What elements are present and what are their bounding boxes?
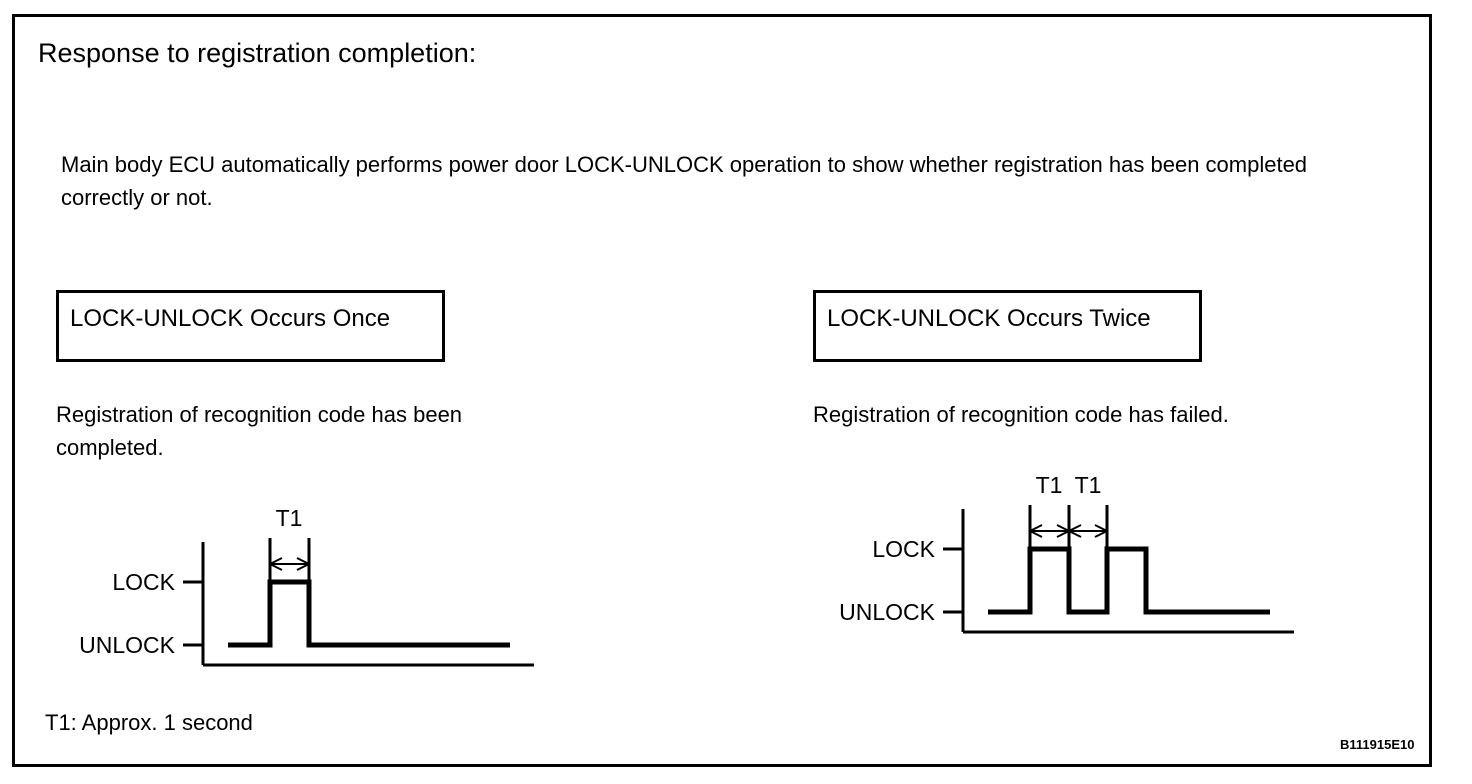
document-border	[12, 14, 1432, 767]
footnote-t1: T1: Approx. 1 second	[45, 710, 253, 735]
axis-label-unlock: UNLOCK	[839, 599, 936, 625]
intro-paragraph: Main body ECU automatically performs pow…	[61, 152, 1308, 210]
case-box-label-twice: LOCK-UNLOCK Occurs Twice	[827, 305, 1151, 332]
case-column-twice: LOCK-UNLOCK Occurs Twice Registration of…	[813, 290, 1373, 646]
figure-reference-code: B111915E10	[1340, 737, 1415, 752]
signal-waveform-once	[228, 579, 510, 648]
dimension-arrow-t1-second	[1068, 524, 1108, 538]
case-box-once: LOCK-UNLOCK Occurs Once	[56, 290, 445, 362]
case-column-once: LOCK-UNLOCK Occurs Once Registration of …	[56, 290, 616, 679]
signal-waveform-twice	[988, 546, 1270, 615]
case-caption-twice: Registration of recognition code has fai…	[813, 402, 1229, 427]
timing-diagram-twice: LOCK UNLOCK	[813, 461, 1373, 646]
t1-label-second: T1	[1075, 472, 1102, 498]
page-title: Response to registration completion:	[38, 38, 477, 68]
t1-label-once: T1	[276, 505, 303, 531]
timing-diagram-once: LOCK UNLOCK T1	[56, 494, 616, 679]
timing-chart-svg-once: LOCK UNLOCK T1	[79, 505, 534, 667]
dimension-arrow-t1	[269, 557, 310, 571]
dimension-arrow-t1-first	[1029, 524, 1070, 538]
case-box-label-once: LOCK-UNLOCK Occurs Once	[70, 305, 391, 332]
case-box-twice: LOCK-UNLOCK Occurs Twice	[813, 290, 1202, 362]
axis-label-unlock: UNLOCK	[79, 632, 176, 658]
t1-label-first: T1	[1036, 472, 1063, 498]
case-caption-once: Registration of recognition code has bee…	[56, 402, 463, 460]
timing-chart-svg-twice: LOCK UNLOCK	[839, 472, 1294, 634]
axis-label-lock: LOCK	[872, 536, 935, 562]
axis-label-lock: LOCK	[112, 569, 175, 595]
